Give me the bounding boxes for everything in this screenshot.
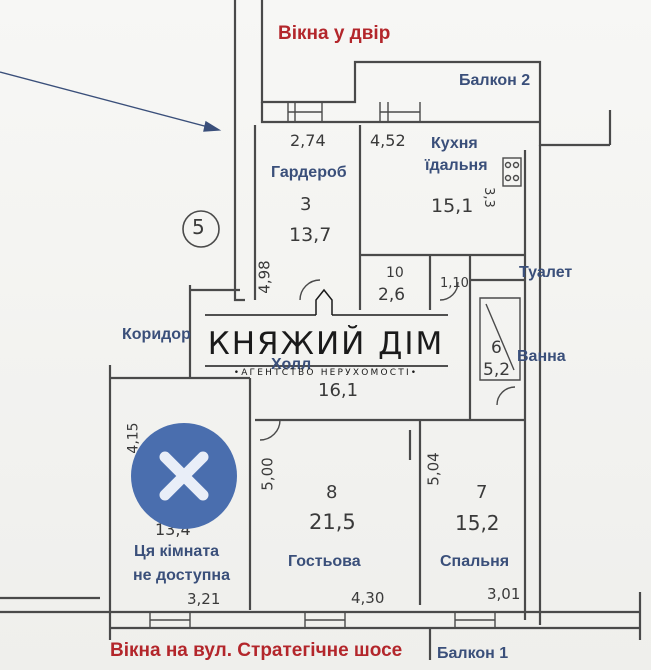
left-depth: 4,98 xyxy=(255,260,274,294)
unavailable-label-line2: не доступна xyxy=(133,567,230,584)
bath-label: Ванна xyxy=(517,348,566,365)
kitchen-area: 15,1 xyxy=(431,195,474,217)
guest-number: 8 xyxy=(326,482,338,503)
apartment-number-circle xyxy=(182,210,220,248)
bath-area: 5,2 xyxy=(483,360,511,380)
room-10-area: 2,6 xyxy=(378,285,406,305)
corridor-label: Коридор xyxy=(122,326,191,343)
bedroom-label: Спальня xyxy=(440,553,510,570)
bottom-width-1: 3,21 xyxy=(187,590,221,608)
wardrobe-label: Гардероб xyxy=(271,164,347,181)
wardrobe-area: 13,7 xyxy=(289,224,332,246)
bedroom-number: 7 xyxy=(476,482,488,503)
kitchen-side: 3,3 xyxy=(480,187,496,208)
guest-room-label: Гостьова xyxy=(288,553,361,570)
bottom-width-2: 4,30 xyxy=(351,589,385,607)
wardrobe-number: 3 xyxy=(300,194,312,215)
room-10-number: 10 xyxy=(386,265,404,281)
bottom-width-3: 3,01 xyxy=(487,585,521,603)
logo-frame xyxy=(205,288,448,367)
apartment-number: 5 xyxy=(192,215,205,239)
bedroom-depth: 5,04 xyxy=(424,452,443,486)
guest-depth: 5,00 xyxy=(258,457,277,491)
top-windows-label: Вікна у двір xyxy=(278,23,391,44)
bottom-windows-label: Вікна на вул. Стратегічне шосе xyxy=(110,640,403,661)
kitchen-width: 4,52 xyxy=(370,131,406,150)
toilet-dimension: 1,10 xyxy=(440,276,469,291)
toilet-label: Туалет xyxy=(519,264,573,281)
balcony-1-label: Балкон 1 xyxy=(437,645,509,662)
unavailable-x-icon xyxy=(131,423,237,529)
balcony-2-label: Балкон 2 xyxy=(459,72,531,89)
bath-number: 6 xyxy=(491,338,502,358)
unavailable-label-line1: Ця кімната xyxy=(134,543,220,560)
logo-subtitle: •АГЕНТСТВО НЕРУХОМОСТІ• xyxy=(233,368,419,378)
hall-label: Холл xyxy=(271,356,312,373)
kitchen-label-line2: їдальня xyxy=(425,157,488,174)
wardrobe-width: 2,74 xyxy=(290,131,326,150)
logo-name: КНЯЖИЙ ДІМ xyxy=(207,326,445,362)
agency-logo: КНЯЖИЙ ДІМ •АГЕНТСТВО НЕРУХОМОСТІ• xyxy=(198,318,454,388)
kitchen-label-line1: Кухня xyxy=(431,135,478,152)
guest-area: 21,5 xyxy=(309,510,356,534)
bedroom-area: 15,2 xyxy=(455,511,500,535)
hall-area: 16,1 xyxy=(318,380,359,401)
